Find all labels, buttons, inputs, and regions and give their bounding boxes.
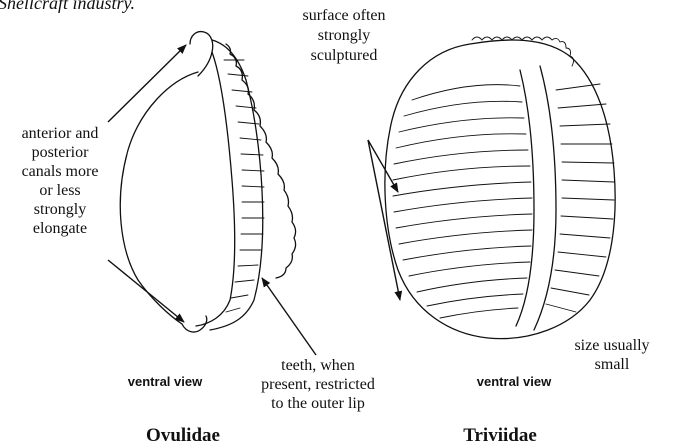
surface-label: surface often strongly sculptured [302,7,385,64]
canals-label-line: or less [39,182,80,199]
ovulidae-view-label: ventral view [128,374,203,389]
triviidae-aperture-right [534,66,556,330]
ovulidae-anterior-canal [190,32,213,76]
surface-label-line: strongly [318,27,370,44]
ovulidae-aperture [196,52,235,326]
surface-label-line: surface often [302,7,385,24]
triviidae-view-label: ventral view [477,374,552,389]
surface-label-line: sculptured [311,47,378,64]
ovulidae-family-name: Ovulidae [146,425,220,446]
triviidae-shell-illustration [385,37,615,339]
teeth-label-line: to the outer lip [271,395,365,412]
canals-label-line: elongate [33,220,87,237]
teeth-arrow [262,278,316,355]
size-label-line: size usually [574,337,649,354]
teeth-label-line: present, restricted [261,376,375,393]
canals-label-line: strongly [34,201,86,218]
canals-label-line: canals more [22,163,99,180]
canals-label: anterior and posterior canals more or le… [22,125,99,237]
teeth-label-line: teeth, when [281,357,355,374]
canals-label-line: posterior [32,144,90,161]
ovulidae-body-outline [120,72,198,324]
triviidae-ribs-left [393,85,532,318]
canals-label-line: anterior and [22,125,99,142]
teeth-label: teeth, when present, restricted to the o… [261,357,375,412]
header-partial-text: Shellcraft industry. [0,0,135,13]
ovulidae-shell-illustration [120,32,295,332]
triviidae-family-name: Triviidae [463,425,537,446]
canal-arrow-bottom [108,260,184,322]
ovulidae-teeth [224,60,264,312]
ovulidae-outer-lip [210,40,263,330]
size-label: size usually small [574,337,649,373]
ovulidae-lip-contour [226,44,296,278]
size-label-line: small [595,356,630,373]
